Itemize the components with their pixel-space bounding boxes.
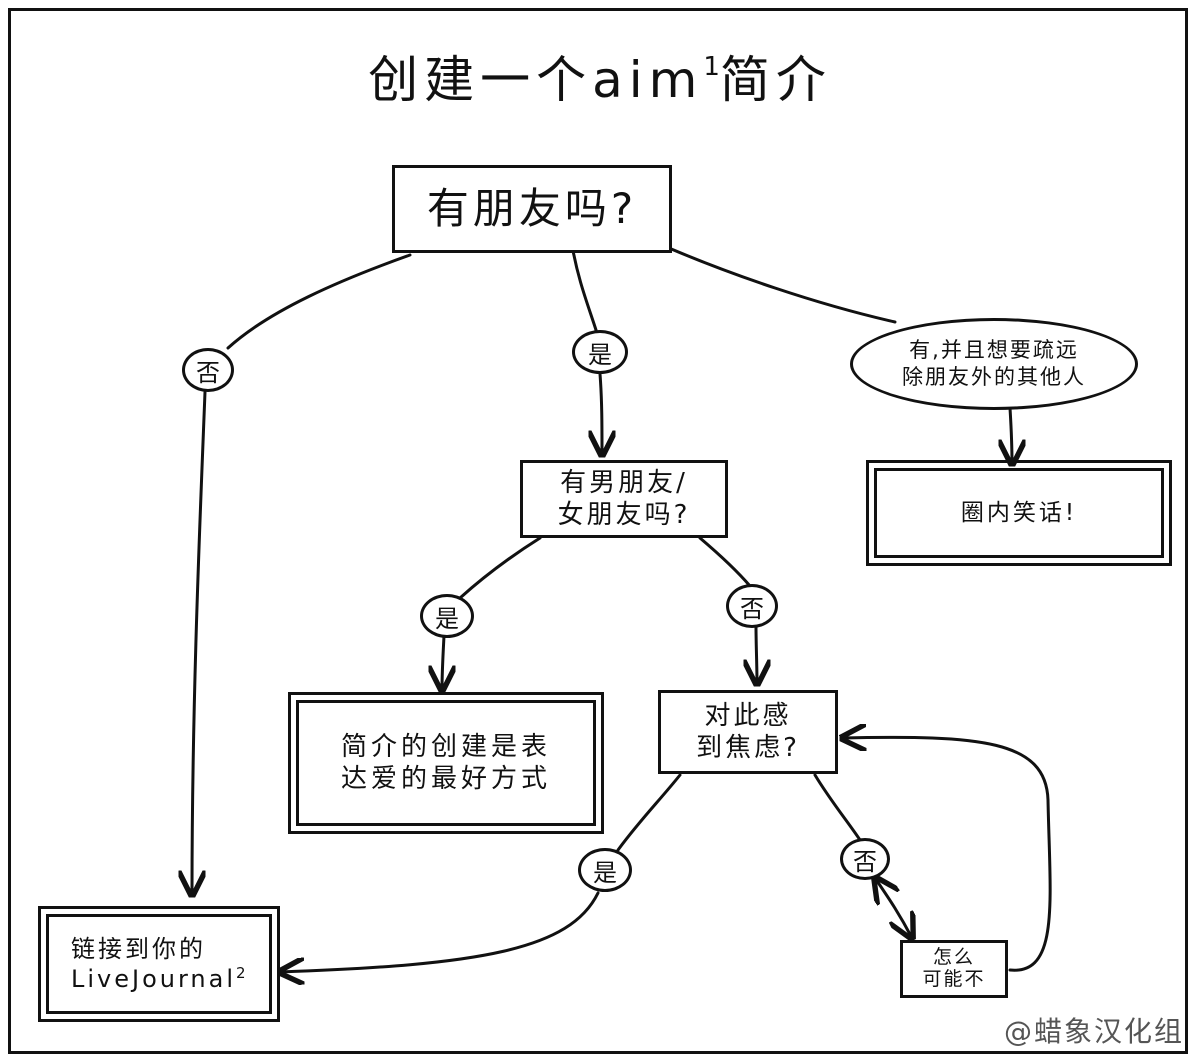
edge-hownot-anxious (842, 737, 1052, 972)
label-no-1-text: 否 (196, 358, 220, 387)
edge-no-hownot (875, 878, 912, 938)
node-anxious: 对此感 到焦虑? (658, 690, 838, 774)
edge-start-others (653, 240, 897, 324)
node-inside-joke-text: 圈内笑话! (960, 499, 1078, 526)
edge-anxious-no (813, 773, 862, 842)
edge-yes-love (442, 634, 444, 690)
node-anxious-text: 对此感 到焦虑? (696, 700, 800, 764)
node-love-result: 简介的创建是表 达爱的最好方式 (288, 692, 604, 834)
livejournal-word: LiveJournal (71, 965, 237, 993)
label-no-2: 否 (726, 584, 778, 628)
edge-start-yes (570, 243, 598, 332)
node-livejournal: 链接到你的 LiveJournal2 (38, 906, 280, 1022)
title-main: 创建一个aim (368, 51, 704, 109)
node-has-friends: 有朋友吗? (392, 165, 672, 253)
label-yes-3-text: 是 (593, 858, 617, 887)
node-how-not-text: 怎么 可能不 (922, 946, 986, 990)
label-no-2-text: 否 (740, 594, 764, 623)
edge-anxious-yes (616, 773, 682, 852)
comic-frame (8, 8, 1188, 1054)
node-others-condition: 有,并且想要疏远 除朋友外的其他人 (850, 318, 1138, 410)
edge-no-anxious (756, 624, 757, 684)
label-no-3: 否 (840, 838, 890, 880)
node-others-condition-text: 有,并且想要疏远 除朋友外的其他人 (902, 337, 1086, 389)
label-yes-2-text: 是 (435, 604, 459, 633)
label-no-3-text: 否 (853, 847, 877, 876)
edge-start-no (226, 253, 412, 350)
node-has-friends-text: 有朋友吗? (426, 183, 638, 233)
edge-partner-no (698, 536, 752, 588)
node-livejournal-line1: 链接到你的 (71, 935, 206, 963)
label-yes-3: 是 (578, 848, 632, 892)
node-inside-joke: 圈内笑话! (866, 460, 1172, 566)
livejournal-footnote-marker: 2 (236, 964, 249, 982)
node-how-not: 怎么 可能不 (900, 940, 1008, 998)
page-title: 创建一个aim1简介 (0, 40, 1200, 112)
edge-others-joke (1010, 406, 1012, 464)
label-yes-2: 是 (420, 594, 474, 638)
title-tail: 简介 (719, 51, 832, 109)
edge-no-livejournal (192, 390, 207, 895)
edge-partner-yes (458, 536, 542, 600)
title-footnote-marker: 1 (703, 52, 720, 82)
label-no-1: 否 (182, 348, 234, 392)
edge-yes-livejournal (280, 891, 600, 972)
label-yes-1: 是 (572, 330, 628, 374)
node-has-partner-text: 有男朋友/ 女朋友吗? (557, 467, 691, 531)
label-yes-1-text: 是 (588, 340, 612, 369)
credit-watermark: @蜡象汉化组 (1003, 1015, 1184, 1048)
node-has-partner: 有男朋友/ 女朋友吗? (520, 460, 728, 538)
node-livejournal-line2: LiveJournal2 (71, 964, 249, 994)
node-love-result-text: 简介的创建是表 达爱的最好方式 (340, 731, 551, 795)
edge-yes-partner (600, 372, 602, 455)
